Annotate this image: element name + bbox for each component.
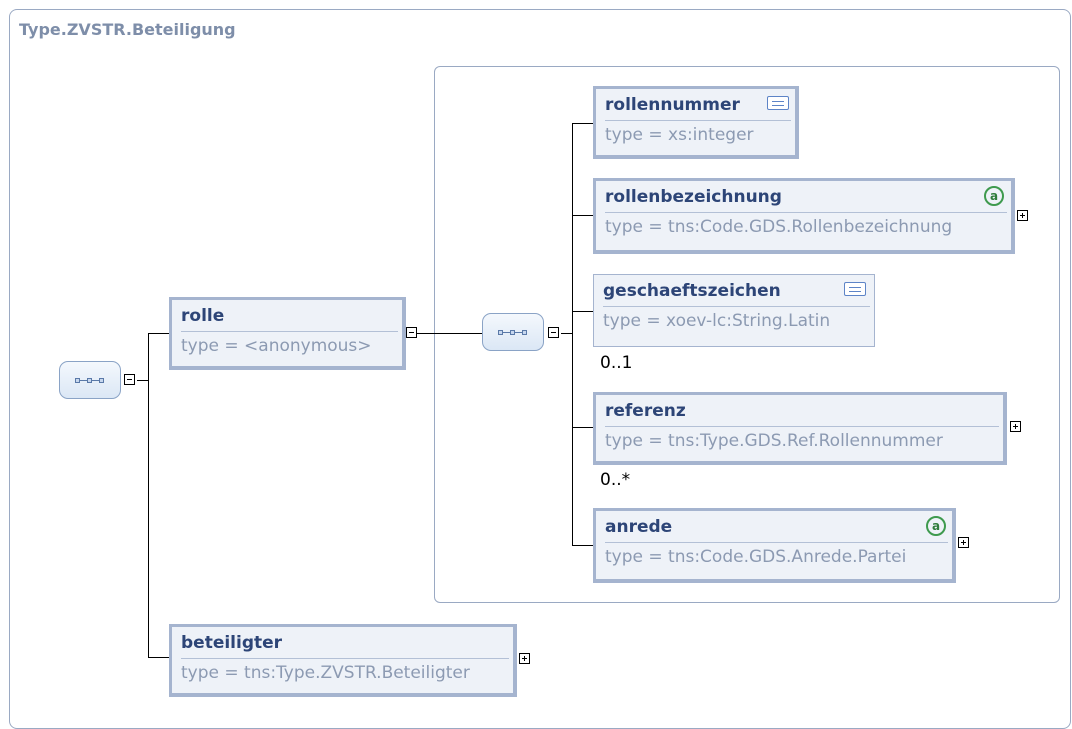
connector-line: [417, 333, 482, 334]
element-type: type = tns:Code.GDS.Rollenbezeichnung: [605, 217, 953, 237]
connector-line: [148, 657, 169, 658]
rolle-sequence-group: [434, 66, 1060, 603]
element-name: beteiligter: [181, 633, 283, 653]
element-type: type = tns:Type.ZVSTR.Beteiligter: [181, 663, 470, 683]
collapse-icon[interactable]: [406, 327, 417, 338]
element-type: type = tns:Type.GDS.Ref.Rollennummer: [605, 431, 943, 451]
attribute-icon[interactable]: a: [984, 186, 1004, 206]
connector-line: [148, 333, 169, 334]
element-name: rollenbezeichnung: [605, 187, 782, 207]
expand-icon[interactable]: [958, 537, 969, 548]
expand-icon[interactable]: [1010, 421, 1021, 432]
attribute-icon[interactable]: a: [926, 516, 946, 536]
connector-line: [561, 333, 572, 334]
divider: [181, 331, 398, 332]
connector-line: [572, 545, 593, 546]
element-rollenbezeichnung[interactable]: rollenbezeichnung a type = tns:Code.GDS.…: [593, 178, 1015, 254]
connector-line: [572, 427, 593, 428]
expand-icon[interactable]: [1017, 210, 1028, 221]
element-rollennummer[interactable]: rollennummer type = xs:integer: [593, 86, 799, 159]
element-name: geschaeftszeichen: [603, 281, 781, 301]
connector-line: [572, 311, 593, 312]
connector-line: [572, 123, 573, 545]
connector-line: [572, 123, 593, 124]
element-referenz[interactable]: referenz type = tns:Type.GDS.Ref.Rollenn…: [593, 392, 1007, 465]
element-name: rolle: [181, 306, 225, 326]
divider: [605, 542, 948, 543]
element-name: referenz: [605, 401, 686, 421]
cardinality-label: 0..*: [600, 470, 631, 490]
element-geschaeftszeichen[interactable]: geschaeftszeichen type = xoev-lc:String.…: [593, 274, 875, 347]
divider: [605, 212, 1007, 213]
element-anrede[interactable]: anrede a type = tns:Code.GDS.Anrede.Part…: [593, 508, 956, 583]
element-name: rollennummer: [605, 95, 740, 115]
collapse-icon[interactable]: [548, 327, 559, 338]
divider: [605, 120, 791, 121]
element-type: type = tns:Code.GDS.Anrede.Partei: [605, 547, 907, 567]
collapse-icon[interactable]: [124, 374, 135, 385]
element-type: type = <anonymous>: [181, 336, 372, 356]
element-beteiligter[interactable]: beteiligter type = tns:Type.ZVSTR.Beteil…: [169, 624, 517, 697]
element-type: type = xoev-lc:String.Latin: [603, 311, 831, 331]
element-type: type = xs:integer: [605, 125, 754, 145]
divider: [181, 658, 509, 659]
diagram-title: Type.ZVSTR.Beteiligung: [19, 20, 236, 39]
connector-line: [572, 215, 593, 216]
divider: [605, 426, 999, 427]
divider: [603, 306, 870, 307]
element-rolle[interactable]: rolle type = <anonymous>: [169, 297, 406, 370]
cardinality-label: 0..1: [600, 353, 633, 373]
expand-icon[interactable]: [519, 653, 530, 664]
documentation-icon[interactable]: [767, 96, 789, 110]
element-name: anrede: [605, 517, 673, 537]
connector-line: [137, 380, 148, 381]
sequence-compositor-icon[interactable]: [482, 313, 544, 351]
sequence-compositor-icon[interactable]: [59, 361, 121, 399]
documentation-icon[interactable]: [844, 282, 866, 296]
connector-line: [148, 333, 149, 658]
